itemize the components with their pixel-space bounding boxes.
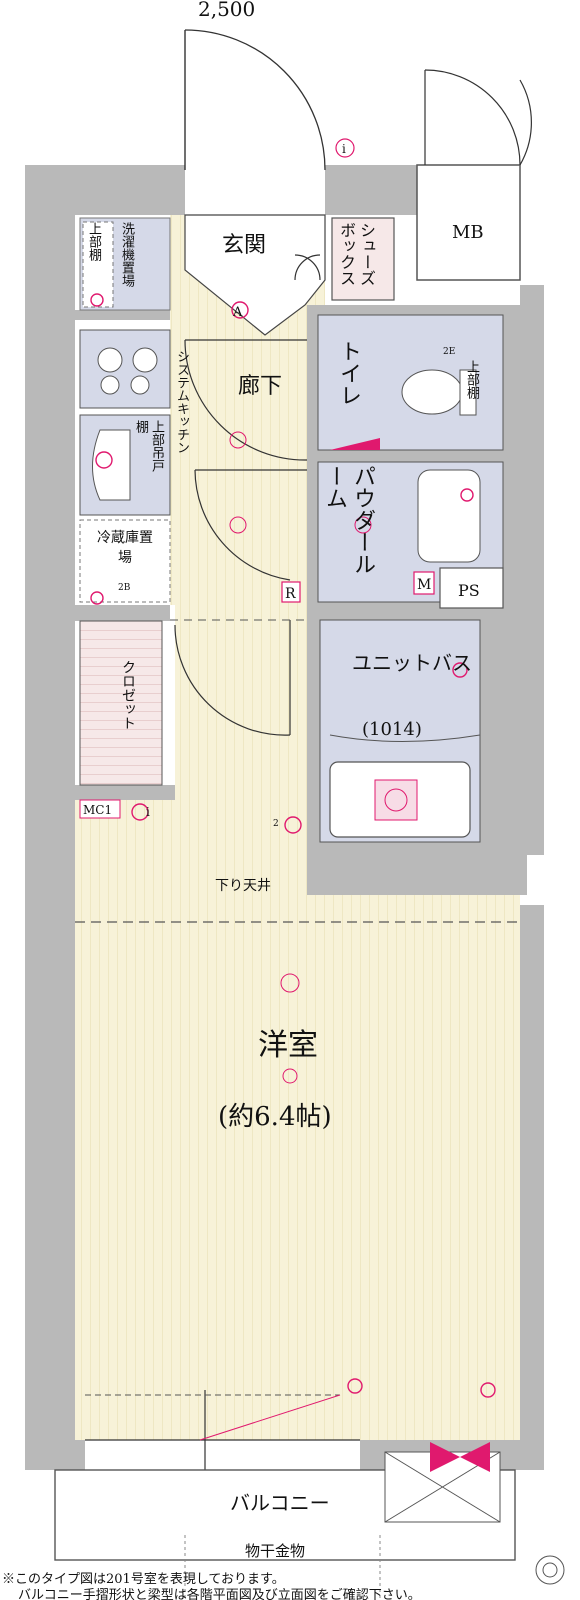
doors [85,254,360,1480]
toilet-shelf-label: 上部棚 [464,360,479,399]
outlet-2b: 2B [118,583,131,593]
corridor-label: 廊下 [238,374,282,399]
ps-label: PS [458,581,480,600]
i-mark-closet: i [146,805,150,819]
shoe-box-label: シューズボックス [337,222,376,286]
entrance-label: 玄関 [222,233,266,258]
mb-area [416,164,521,281]
info-icon-top-label: i [342,142,346,156]
dimension-top: 2,500 [198,0,255,21]
ceiling-lights [229,431,372,1084]
unit-bath-size: (1014) [362,719,422,740]
r-mark: R [285,586,296,602]
outlet-2e: 2E [443,347,455,357]
fridge-label: 冷蔵庫置場 [97,530,153,566]
upper-cabinet-label: 上部吊戸棚 [133,420,164,472]
washer-shelf-label: 上部棚 [86,222,101,261]
ps-box [439,567,504,609]
vent-icon [430,1442,460,1472]
footnote-1: ※このタイプ図は201号室を表現しております。 [2,1572,285,1587]
toilet-fixture [401,369,463,415]
shoe-box [331,217,395,301]
closet-area [79,620,163,786]
info-icon-top [335,138,355,158]
clothes-hanger-label: 物干金物 [245,1542,305,1560]
lowered-ceiling-label: 下り天井 [215,878,271,894]
stove [79,329,171,409]
toilet-label: トイレ [336,340,361,406]
m-mark: M [417,577,431,593]
western-room-label: 洋室 [258,1028,318,1063]
entrance-floor [184,214,326,336]
balcony-label: バルコニー [230,1491,330,1515]
a-mark: A [232,305,243,320]
drain-icon [535,1555,565,1585]
powder-room-label: パウダールーム [322,465,375,575]
western-room-size: (約6.4帖) [218,1102,332,1132]
kitchen-label: システムキッチン [174,350,189,454]
electrical-symbols [90,293,496,1398]
closet-label: クロゼット [120,660,136,730]
basin [417,469,481,563]
outlet-2: 2 [273,819,279,829]
wood-floor [75,215,520,1440]
footnote-2: バルコニー手摺形状と梁型は各階平面図及び立面図をご確認下さい。 [18,1588,421,1600]
fridge-area [79,519,171,603]
mc1-mark: MC1 [83,803,112,817]
unit-bath-label: ユニットバス [352,651,472,675]
mb-label: MB [452,222,484,243]
washer-label: 洗濯機置場 [119,222,134,287]
